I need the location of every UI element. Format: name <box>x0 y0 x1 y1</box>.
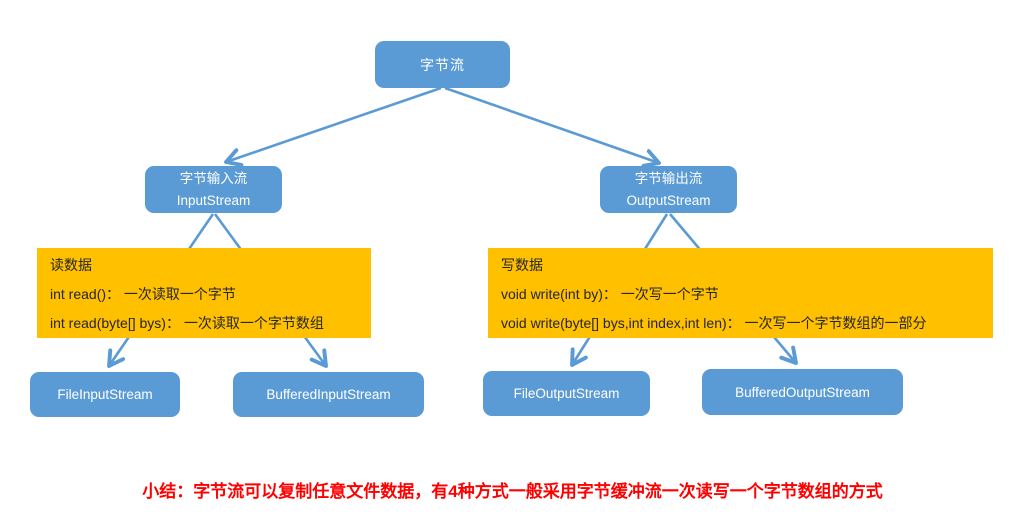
panel-write-data-title: 写数据 <box>501 257 543 273</box>
summary-text: 小结：字节流可以复制任意文件数据，有4种方式一般采用字节缓冲流一次读写一个字节数… <box>142 482 883 501</box>
panel-write-method-1: void write(int by)： 一次写一个字节 <box>501 286 719 302</box>
node-file-output-stream: FileOutputStream <box>483 371 650 416</box>
node-output-stream-label-en: OutputStream <box>626 192 711 208</box>
node-output-stream: 字节输出流 OutputStream <box>600 166 737 213</box>
node-output-stream-label-cn: 字节输出流 <box>634 170 703 186</box>
node-file-input-stream-label: FileInputStream <box>57 387 153 402</box>
node-byte-stream: 字节流 <box>375 41 510 88</box>
node-buffered-output-stream-label: BufferedOutputStream <box>735 384 870 400</box>
panel-read-data-title: 读数据 <box>50 257 92 273</box>
node-buffered-input-stream-label: BufferedInputStream <box>266 387 391 402</box>
panel-read-data: 读数据 int read()： 一次读取一个字节 int read(byte[]… <box>37 248 371 338</box>
panel-write-method-2: void write(byte[] bys,int index,int len)… <box>501 315 927 331</box>
node-input-stream-label-cn: 字节输入流 <box>179 170 248 186</box>
connector-root-to-outputstream <box>444 86 661 168</box>
panel-write-data: 写数据 void write(int by)： 一次写一个字节 void wri… <box>488 248 993 338</box>
node-byte-stream-label: 字节流 <box>420 56 465 73</box>
panel-read-method-2: int read(byte[] bys)： 一次读取一个字节数组 <box>50 315 324 331</box>
node-input-stream-label-en: InputStream <box>176 192 251 208</box>
node-file-output-stream-label: FileOutputStream <box>513 386 620 401</box>
panel-read-method-1: int read()： 一次读取一个字节 <box>50 286 236 302</box>
node-input-stream: 字节输入流 InputStream <box>145 166 282 213</box>
node-buffered-input-stream: BufferedInputStream <box>233 372 424 417</box>
node-file-input-stream: FileInputStream <box>30 372 180 417</box>
connector-root-to-inputstream <box>224 86 442 167</box>
node-buffered-output-stream: BufferedOutputStream <box>702 369 903 415</box>
